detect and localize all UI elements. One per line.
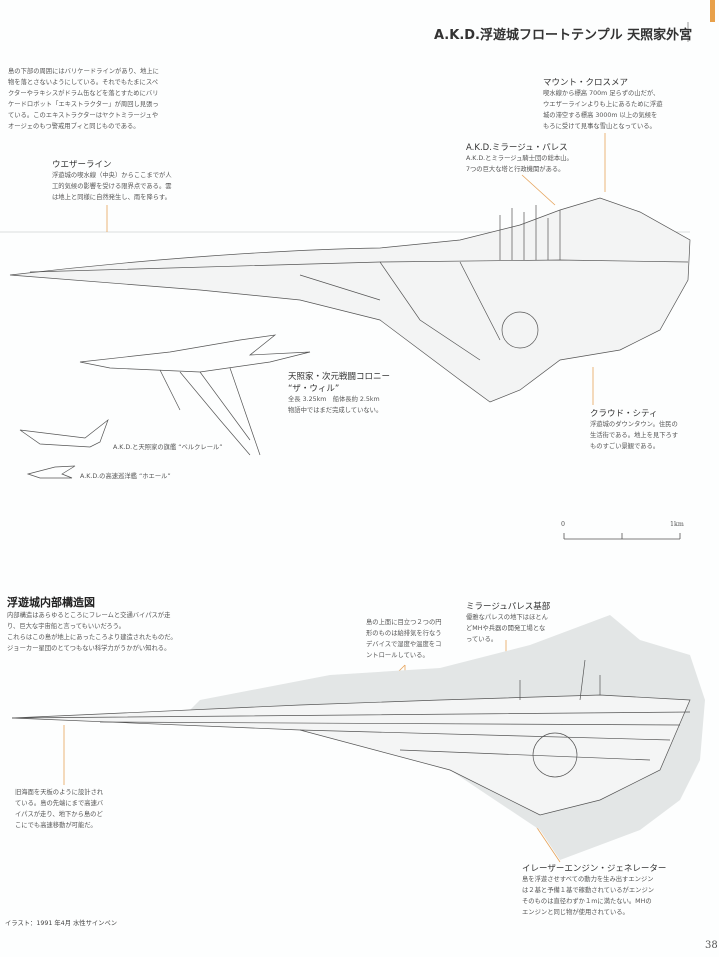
illustration-credit: イラスト：1991 年4月 水性サインペン bbox=[5, 920, 118, 927]
weather-line-callout: ウエザーライン 浮遊城の喫水線（中央）からここまでが人 工的気候の影響を受ける限… bbox=[52, 160, 172, 201]
colony-ship-illustration bbox=[79, 334, 311, 456]
palace-base-callout: ミラージュパレス基部 優雅なパレスの地下はほとん どMHや兵器の開発工場とな っ… bbox=[466, 602, 551, 643]
scale-bar bbox=[563, 533, 681, 540]
cloud-city-callout: クラウド・シティ 浮遊城のダウンタウン。住民の 生活街である。地上を見下ろす も… bbox=[590, 409, 679, 450]
colony-callout: 天照家・次元戦闘コロニー “ザ・ウィル” 全長 3.25km 船体長約 2.5k… bbox=[288, 372, 391, 414]
section-body: 内部構造はあらゆるところにフレームと交通バイパスが走 り、巨大な宇宙船と言っても… bbox=[7, 612, 177, 652]
floating-island-illustration bbox=[9, 197, 691, 403]
palace-callout: A.K.D.ミラージュ・パレス A.K.D.とミラージュ騎士団の総本山。 7つの… bbox=[466, 143, 573, 173]
sea-level-note: 旧海面を天板のように設計され ている。島の先端にまで高速バ イパスが走り、地下か… bbox=[15, 789, 104, 829]
cruiser-illustration bbox=[26, 465, 76, 479]
barricade-note: 島の下部の周囲にはバリケードラインがあり、地上に 物を落とさないようにしている。… bbox=[8, 68, 159, 130]
dome-note: 島の上面に目立つ２つの円 形のものは給排気を行なう デバイスで湿度や温度をコ ン… bbox=[366, 619, 442, 659]
page-title: A.K.D.浮遊城フロートテンプル 天照家外宮 bbox=[434, 28, 693, 43]
mount-callout: マウント・クロスメア 喫水線から標高 700m 足らずの山だが、 ウエザーライン… bbox=[543, 78, 663, 130]
scale-start-label: 0 bbox=[561, 521, 566, 528]
section-heading: 浮遊城内部構造図 bbox=[7, 596, 95, 609]
flagship-illustration bbox=[19, 418, 109, 448]
flagship-label: A.K.D.と天照家の旗艦 “ベルクレール” bbox=[113, 444, 223, 451]
interior-structure-illustration bbox=[11, 659, 691, 816]
engine-callout: イレーザーエンジン・ジェネレーター 島を浮遊させすべての動力を生み出すエンジン … bbox=[522, 864, 667, 916]
cruiser-label: A.K.D.の高速巡洋艦 “ホエール” bbox=[80, 473, 171, 480]
orange-tab-mark bbox=[710, 0, 715, 22]
page-number: 38 bbox=[705, 940, 718, 951]
scale-end-label: 1km bbox=[670, 521, 684, 528]
